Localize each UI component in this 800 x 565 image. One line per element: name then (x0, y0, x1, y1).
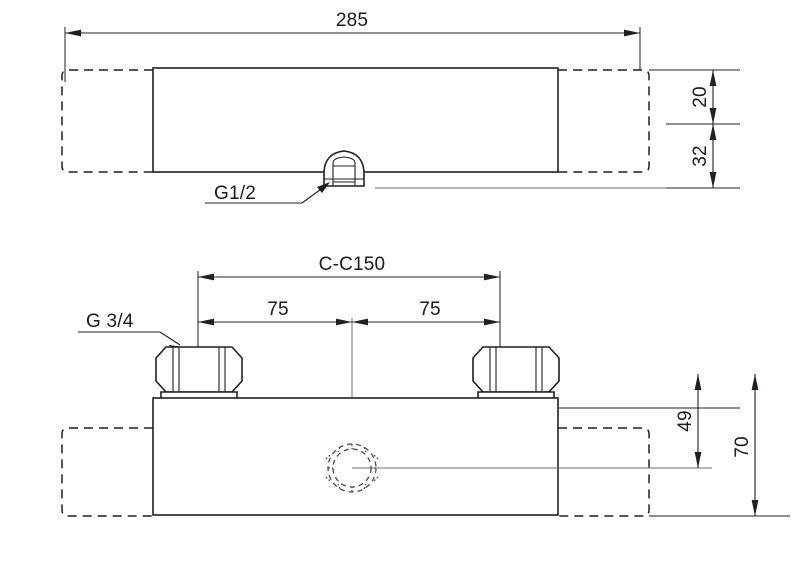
dimension-label-outlet-height: 49 (675, 410, 696, 432)
dimension-label-overall-length: 285 (336, 10, 368, 31)
dimension-upper-height: 20 (649, 69, 740, 125)
phantom-outline-right-top (558, 69, 650, 173)
dimension-half-spacing-left: 75 (198, 299, 352, 326)
dimension-label-lower-height: 32 (690, 145, 711, 167)
outlet-boss (323, 150, 365, 187)
view-side-elevation: 285 G1/2 20 (61, 10, 740, 204)
body-outline-front (152, 397, 559, 516)
annotation-label-inlet-thread: G 3/4 (86, 311, 134, 332)
phantom-outline-left-top (61, 69, 153, 173)
dimension-center-to-center: C-C150 (197, 254, 501, 352)
hidden-thread-circle (325, 443, 712, 493)
dimension-lower-height: 32 (666, 124, 740, 189)
dimension-label-half-spacing-right: 75 (419, 299, 441, 320)
dimension-outlet-height: 49 (559, 374, 740, 468)
dimension-label-half-spacing-left: 75 (267, 299, 289, 320)
dimension-overall-height: 70 (649, 374, 790, 517)
dimension-half-spacing-right: 75 (352, 299, 500, 326)
view-front-elevation: C-C150 75 75 G 3/4 (61, 254, 790, 517)
dimension-label-center-to-center: C-C150 (319, 254, 386, 275)
dimension-overall-length: 285 (64, 10, 641, 82)
annotation-label-outlet-thread: G1/2 (214, 183, 256, 204)
dimension-label-upper-height: 20 (690, 86, 711, 108)
annotation-outlet-thread: G1/2 (205, 182, 330, 204)
dimension-label-overall-height: 70 (732, 436, 753, 458)
